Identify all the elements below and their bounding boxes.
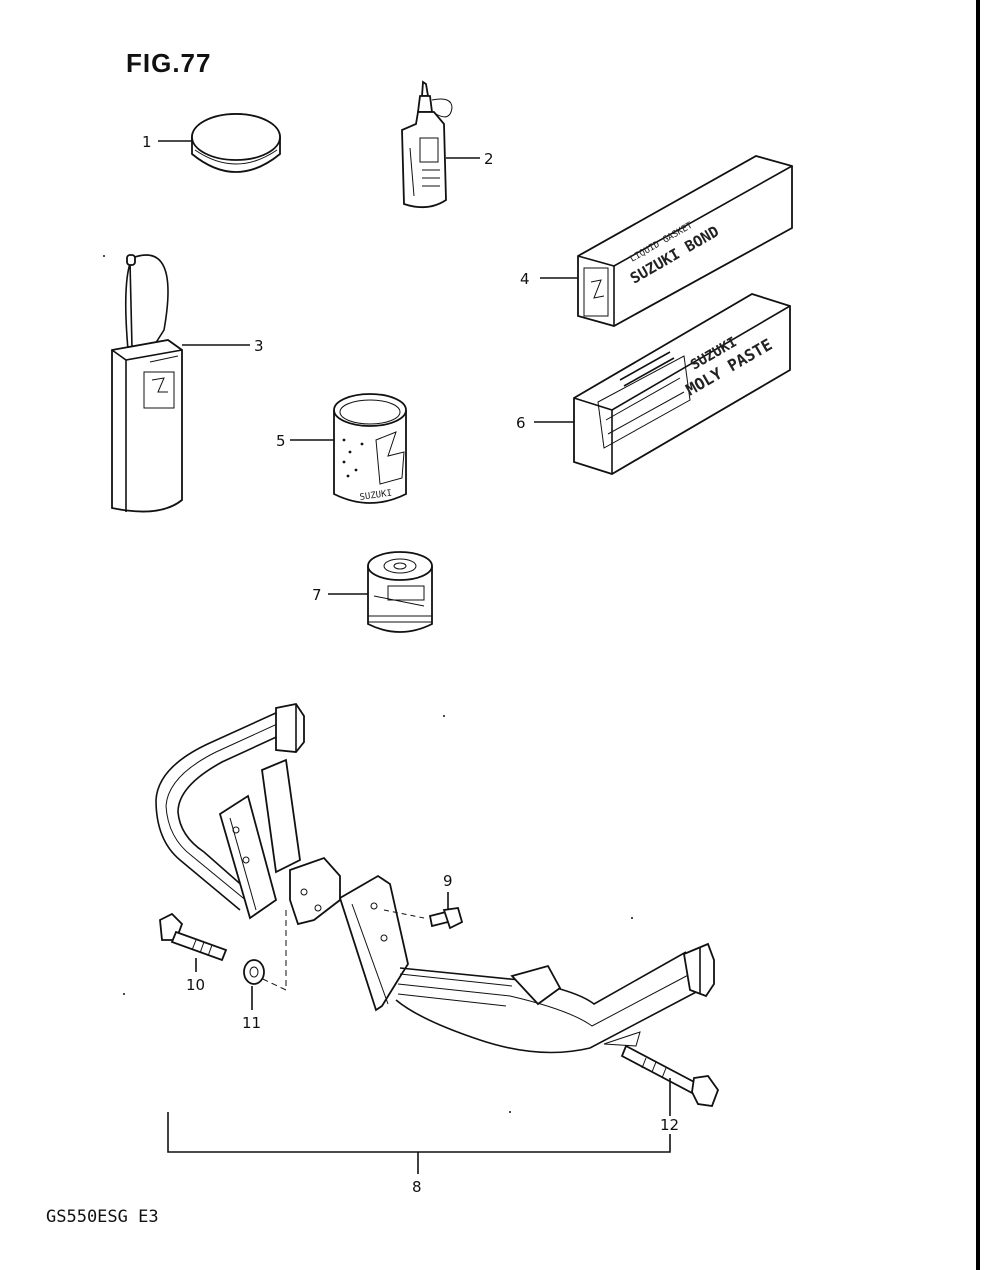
part-9-bolt	[428, 906, 464, 930]
model-code: GS550ESG E3	[46, 1207, 159, 1227]
can5-label: SUZUKI	[359, 489, 393, 503]
scan-specks	[103, 255, 633, 1113]
callout-3: 3	[254, 337, 264, 355]
callout-2: 2	[484, 150, 494, 168]
part-5-can: SUZUKI	[333, 393, 407, 504]
callout-6: 6	[516, 414, 526, 432]
part-2-bottle	[401, 80, 453, 209]
part-7-tin	[367, 551, 433, 633]
part-12-bolt	[620, 1044, 720, 1107]
callout-4: 4	[520, 270, 530, 288]
part-8-engine-guard	[155, 702, 715, 1054]
right-border-line	[976, 0, 980, 1270]
part-1-cap	[191, 113, 281, 173]
callout-9: 9	[443, 872, 453, 890]
part-6-moly-paste-box: SUZUKI MOLY PASTE	[573, 293, 791, 475]
leader-lines	[158, 140, 671, 1174]
figure-title: FIG.77	[126, 48, 212, 78]
part-10-bolt	[159, 912, 228, 962]
callout-8: 8	[412, 1178, 422, 1196]
part-11-washer	[243, 959, 265, 985]
callout-7: 7	[312, 586, 322, 604]
callout-5: 5	[276, 432, 286, 450]
callout-labels: 1 2 3 4 5 6 7 8 9 10 11 12	[142, 133, 679, 1196]
part-3-oil-can	[111, 254, 183, 513]
callout-10: 10	[186, 976, 205, 994]
part-4-bond-box: LIQUID GASKET SUZUKI BOND	[577, 155, 793, 327]
callout-11: 11	[242, 1014, 261, 1032]
callout-12: 12	[660, 1116, 679, 1134]
callout-1: 1	[142, 133, 152, 151]
